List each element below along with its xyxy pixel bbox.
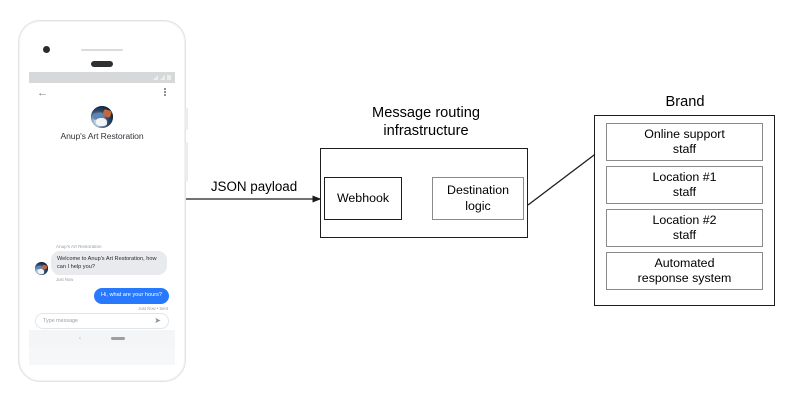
webhook-node[interactable] <box>324 177 402 220</box>
brand-item-online-support-staff[interactable] <box>606 123 763 161</box>
routing-infrastructure-title: Message routing infrastructure <box>336 105 516 141</box>
brand-name-label: Anup's Art Restoration <box>60 131 144 141</box>
earpiece-speaker <box>91 61 113 67</box>
signal-icon <box>153 75 158 80</box>
android-nav-bar: ‹ <box>29 330 175 347</box>
incoming-message-meta: Just Now <box>56 277 74 283</box>
outgoing-message-meta: Just Now • Sent <box>138 306 168 311</box>
incoming-message-bubble: Welcome to Anup's Art Restoration, how c… <box>51 250 167 276</box>
brand-item-automated-response-system-label: Automated response system <box>606 252 763 290</box>
brand-item-location-2-staff-label: Location #2 staff <box>606 209 763 247</box>
phone-power-button[interactable] <box>185 108 188 130</box>
outgoing-message-row: Hi, what are your hours? <box>35 288 169 304</box>
brand-item-location-1-staff[interactable] <box>606 166 763 204</box>
destination-logic-node-label: Destination logic <box>432 177 524 220</box>
conversation-header: Anup's Art Restoration <box>29 105 175 141</box>
routing-title-line-1: Message routing <box>372 105 480 121</box>
message-composer[interactable]: Type message ➤ <box>35 313 169 329</box>
incoming-message-row: Welcome to Anup's Art Restoration, how c… <box>35 250 169 276</box>
phone-chin <box>29 347 175 365</box>
phone-top-slot <box>81 49 123 51</box>
status-bar-icons <box>153 75 171 80</box>
nav-home-pill[interactable] <box>111 337 125 340</box>
brand-item-location-2-staff[interactable] <box>606 209 763 247</box>
send-icon[interactable]: ➤ <box>154 316 161 325</box>
brand-group-title: Brand <box>665 94 705 110</box>
routing-title-line-2: infrastructure <box>383 122 469 139</box>
brand-item-1-line-1: Location #1 <box>652 169 717 184</box>
webhook-node-label: Webhook <box>336 190 390 205</box>
phone-volume-button[interactable] <box>185 142 188 182</box>
phone-screen: ← Anup's Art Restoration Anup's Art Rest… <box>29 72 175 347</box>
brand-item-3-line-1: Automated <box>654 255 715 270</box>
message-input-placeholder[interactable]: Type message <box>43 318 79 324</box>
destination-label-line-2: logic <box>465 198 491 213</box>
brand-item-3-line-2: response system <box>637 271 732 285</box>
message-avatar <box>35 262 48 276</box>
destination-logic-node[interactable] <box>432 177 524 220</box>
destination-label-line-1: Destination <box>447 183 509 197</box>
json-payload-label: JSON payload <box>210 179 298 194</box>
brand-item-online-support-staff-label: Online support staff <box>606 123 763 161</box>
status-bar <box>29 72 175 83</box>
brand-item-0-line-2: staff <box>672 142 697 156</box>
phone-mockup: ← Anup's Art Restoration Anup's Art Rest… <box>18 20 188 382</box>
brand-item-2-line-1: Location #2 <box>652 212 717 227</box>
wifi-icon <box>160 75 165 80</box>
front-camera-icon <box>43 46 50 53</box>
brand-item-location-1-staff-label: Location #1 staff <box>606 166 763 204</box>
brand-item-1-line-2: staff <box>672 185 697 199</box>
back-arrow-icon[interactable]: ← <box>37 87 48 99</box>
battery-icon <box>167 75 171 80</box>
chat-message-list: Anup's Art Restoration Welcome to Anup's… <box>29 244 175 311</box>
incoming-message-sender: Anup's Art Restoration <box>56 243 102 249</box>
nav-back-icon[interactable]: ‹ <box>79 335 81 342</box>
brand-item-0-line-1: Online support <box>644 126 725 141</box>
app-bar: ← <box>29 83 175 105</box>
kebab-menu-icon[interactable] <box>164 88 166 96</box>
outgoing-message-bubble: Hi, what are your hours? <box>94 288 169 304</box>
brand-item-2-line-2: staff <box>672 228 697 242</box>
brand-avatar <box>91 106 113 128</box>
brand-item-automated-response-system[interactable] <box>606 252 763 290</box>
